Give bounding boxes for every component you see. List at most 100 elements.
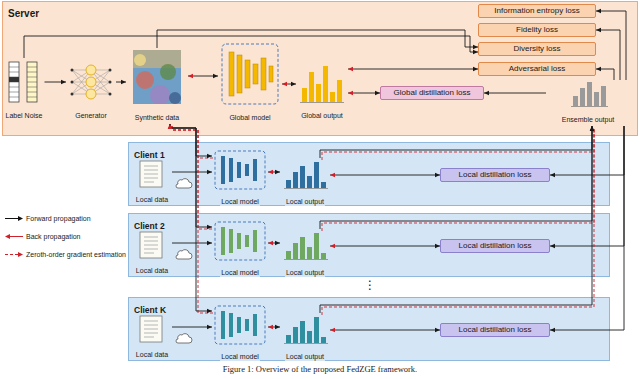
connector-line xyxy=(596,11,626,80)
arrowhead xyxy=(550,328,555,332)
client-illustration xyxy=(140,306,328,344)
icon-node: Local model xyxy=(212,150,268,208)
connector-line xyxy=(550,126,624,246)
arrowhead xyxy=(275,241,280,245)
gradient-estimation-line xyxy=(172,126,214,158)
client-illustration xyxy=(140,222,328,260)
panel-title: Server xyxy=(8,8,39,20)
loss-box: Fidelity loss xyxy=(478,23,596,37)
global-model-icon xyxy=(222,44,278,104)
gradient-estimation-line xyxy=(322,128,594,231)
connector xyxy=(168,124,214,158)
connector xyxy=(172,241,212,245)
arrowhead xyxy=(330,328,335,332)
connector xyxy=(484,91,546,95)
connector-line xyxy=(268,243,280,244)
connector xyxy=(320,126,594,315)
arrowhead xyxy=(268,241,273,245)
icon-label: Local model xyxy=(220,268,260,277)
connector xyxy=(320,126,594,231)
connector-line xyxy=(282,84,296,85)
loss-label: Diversity loss xyxy=(513,44,560,54)
icon-label: Local data xyxy=(135,350,169,359)
arrowhead xyxy=(590,126,594,131)
legend-sample xyxy=(4,232,24,241)
connector-line xyxy=(320,126,592,229)
connector xyxy=(550,126,624,332)
icon-label: Local data xyxy=(135,195,169,204)
connector xyxy=(330,244,440,248)
loss-label: Information entropy loss xyxy=(494,6,579,16)
icon-label: Global output xyxy=(300,111,344,120)
connector-line xyxy=(550,126,624,330)
legend-row: Forward propagation xyxy=(4,214,126,223)
icon-node: Synthetic data xyxy=(126,48,188,124)
region-panel: Client 2Local dataLocal modelLocal outpu… xyxy=(128,213,610,277)
arrowhead xyxy=(435,244,440,248)
connector xyxy=(157,30,478,49)
icon-label: Generator xyxy=(74,111,108,120)
connector xyxy=(320,126,594,160)
icon-node: Local output xyxy=(280,229,330,279)
connector xyxy=(596,67,614,80)
connector xyxy=(188,74,218,78)
arrowhead xyxy=(348,91,353,95)
arrowhead xyxy=(330,173,335,177)
connector-line xyxy=(596,30,620,80)
loss-box: Information entropy loss xyxy=(478,4,596,18)
legend-row: Zeroth-order gradient estimation xyxy=(4,250,126,259)
arrowhead xyxy=(435,173,440,177)
arrowhead xyxy=(590,126,594,131)
arrowhead xyxy=(168,124,172,129)
icon-label: Label Noise xyxy=(5,111,44,120)
arrowhead xyxy=(275,325,280,329)
icon-node: Local data xyxy=(132,160,172,206)
gradient-estimation-line xyxy=(322,128,594,160)
arrowhead xyxy=(207,309,212,313)
connector xyxy=(282,82,296,86)
connector xyxy=(348,67,478,71)
connector-line xyxy=(348,69,478,70)
connector-line xyxy=(116,82,126,83)
connector xyxy=(172,170,212,174)
connector xyxy=(330,173,440,177)
legend-row: Back propagation xyxy=(4,232,126,241)
global-output-bars xyxy=(300,66,344,103)
arrowhead xyxy=(435,328,440,332)
icon-node: Local data xyxy=(132,231,172,277)
panel-title: Client K xyxy=(134,305,166,316)
connector xyxy=(116,80,126,84)
arrowhead xyxy=(282,82,287,86)
arrowhead xyxy=(168,124,172,129)
arrowhead xyxy=(268,325,273,329)
loss-box: Local distillation loss xyxy=(440,323,550,337)
connector xyxy=(348,91,380,95)
icon-label: Local output xyxy=(285,352,325,361)
connector xyxy=(550,126,624,248)
arrowhead xyxy=(207,170,212,174)
connector xyxy=(24,36,478,58)
connector-line xyxy=(170,124,212,227)
loss-box: Global distillation loss xyxy=(380,86,484,100)
loss-box: Adversarial loss xyxy=(478,62,596,76)
connector-line xyxy=(330,175,440,176)
icon-label: Synthetic data xyxy=(134,113,180,122)
icon-label: Local model xyxy=(220,197,260,206)
icon-label: Ensemble output xyxy=(561,115,616,124)
connector-line xyxy=(170,124,212,156)
arrowhead xyxy=(121,80,126,84)
arrowhead xyxy=(484,91,489,95)
arrowhead xyxy=(473,45,478,49)
connector-line xyxy=(320,126,592,158)
connector xyxy=(268,325,280,329)
connector-line xyxy=(172,243,212,244)
connector-line xyxy=(330,246,440,247)
connector-line xyxy=(330,330,440,331)
arrowhead xyxy=(330,244,335,248)
connector xyxy=(268,241,280,245)
loss-label: Adversarial loss xyxy=(509,64,565,74)
loss-label: Local distillation loss xyxy=(459,241,532,251)
icon-node: Generator xyxy=(66,60,116,122)
icon-node: Ensemble output xyxy=(546,80,630,126)
